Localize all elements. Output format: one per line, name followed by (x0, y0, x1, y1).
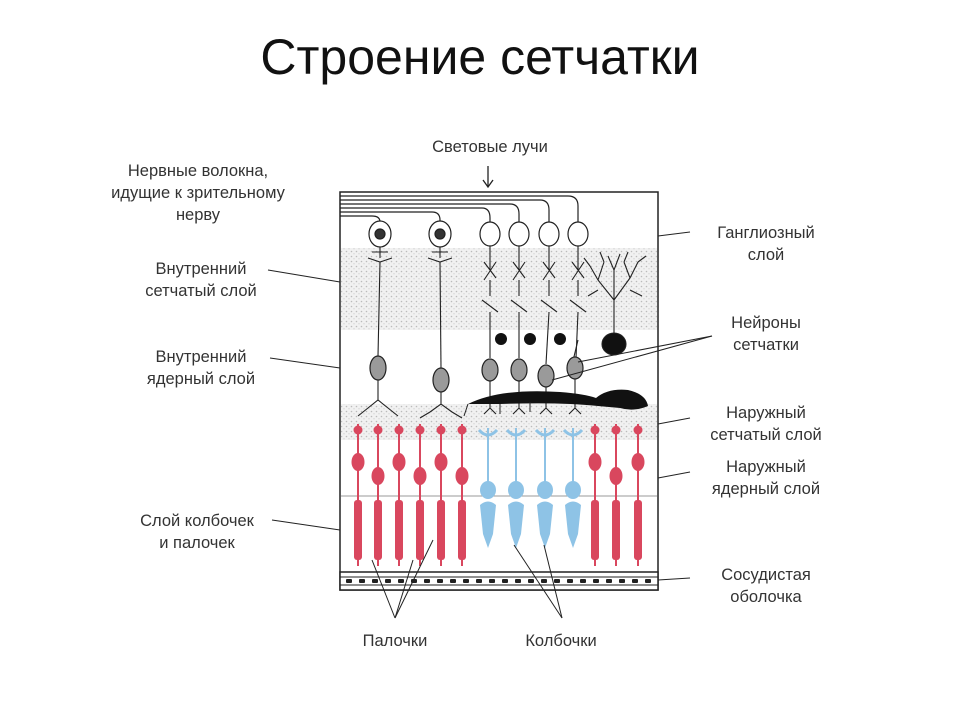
choroid-cell (450, 579, 456, 583)
retina-neurons-label: Нейроны сетчатки (731, 314, 801, 354)
rod-cell (455, 424, 469, 566)
outer-nuclear-label: Наружный ядерный слой (711, 458, 821, 498)
choroid-cell (645, 579, 651, 583)
choroid-cell (593, 579, 599, 583)
choroid-cell (632, 579, 638, 583)
choroid-cell (606, 579, 612, 583)
cone-cell (534, 428, 556, 548)
choroid-cell (463, 579, 469, 583)
choroid-cell (580, 579, 586, 583)
cones-label: Колбочки (525, 632, 597, 650)
label-leader-lines (267, 231, 691, 581)
rod-cell (631, 424, 645, 566)
choroid-cell (515, 579, 521, 583)
choroid-layer (339, 571, 659, 591)
rods-label: Палочки (362, 632, 428, 650)
choroid-cell (424, 579, 430, 583)
cone-cell (477, 428, 499, 548)
ganglion-layer-label: Ганглиозный слой (717, 224, 815, 264)
photoreceptors (351, 424, 645, 566)
rod-cell (371, 424, 385, 566)
choroid-cell (619, 579, 625, 583)
nerve-fibers (340, 195, 579, 224)
choroid-cell (359, 579, 365, 583)
rods-cones-pointer-lines (371, 539, 563, 619)
bipolar-cells (369, 355, 584, 393)
ganglion-dendrites (367, 246, 587, 313)
light-rays-label: Световые лучи (432, 138, 548, 156)
choroid-cell (554, 579, 560, 583)
rods-cones-layer-label: Слой колбочек и палочек (140, 512, 254, 552)
neurons-pointer-lines (551, 335, 713, 381)
rod-cell (434, 424, 448, 566)
choroid-cell (541, 579, 547, 583)
choroid-cell (385, 579, 391, 583)
choroid-label: Сосудистая оболочка (721, 566, 811, 606)
page-title: Строение сетчатки (260, 29, 700, 85)
outer-plexiform-label: Наружный сетчатый слой (710, 404, 822, 444)
choroid-cell (528, 579, 534, 583)
horizontal-cell (463, 389, 648, 417)
choroid-cell (502, 579, 508, 583)
choroid-cell (398, 579, 404, 583)
light-rays-arrow (482, 166, 494, 189)
choroid-cell (346, 579, 352, 583)
rod-cell (588, 424, 602, 566)
rod-cell (413, 424, 427, 566)
choroid-cell (476, 579, 482, 583)
rod-cell (609, 424, 623, 566)
choroid-cell (489, 579, 495, 583)
cone-cell (505, 428, 527, 548)
inner-nuclear-label: Внутренний ядерный слой (146, 348, 256, 388)
rod-cell (351, 424, 365, 566)
rod-cell (392, 424, 406, 566)
bipolar-axons (377, 261, 579, 369)
choroid-cell (372, 579, 378, 583)
choroid-cell (437, 579, 443, 583)
cone-cell (562, 428, 584, 548)
choroid-cell (567, 579, 573, 583)
outer-plexiform-band (341, 404, 657, 440)
retina-neurons-dark (495, 333, 566, 345)
nerve-fibers-label: Нервные волокна, идущие к зрительному не… (111, 162, 285, 224)
inner-plexiform-label: Внутренний сетчатый слой (145, 260, 257, 300)
amacrine-cell (583, 251, 647, 356)
